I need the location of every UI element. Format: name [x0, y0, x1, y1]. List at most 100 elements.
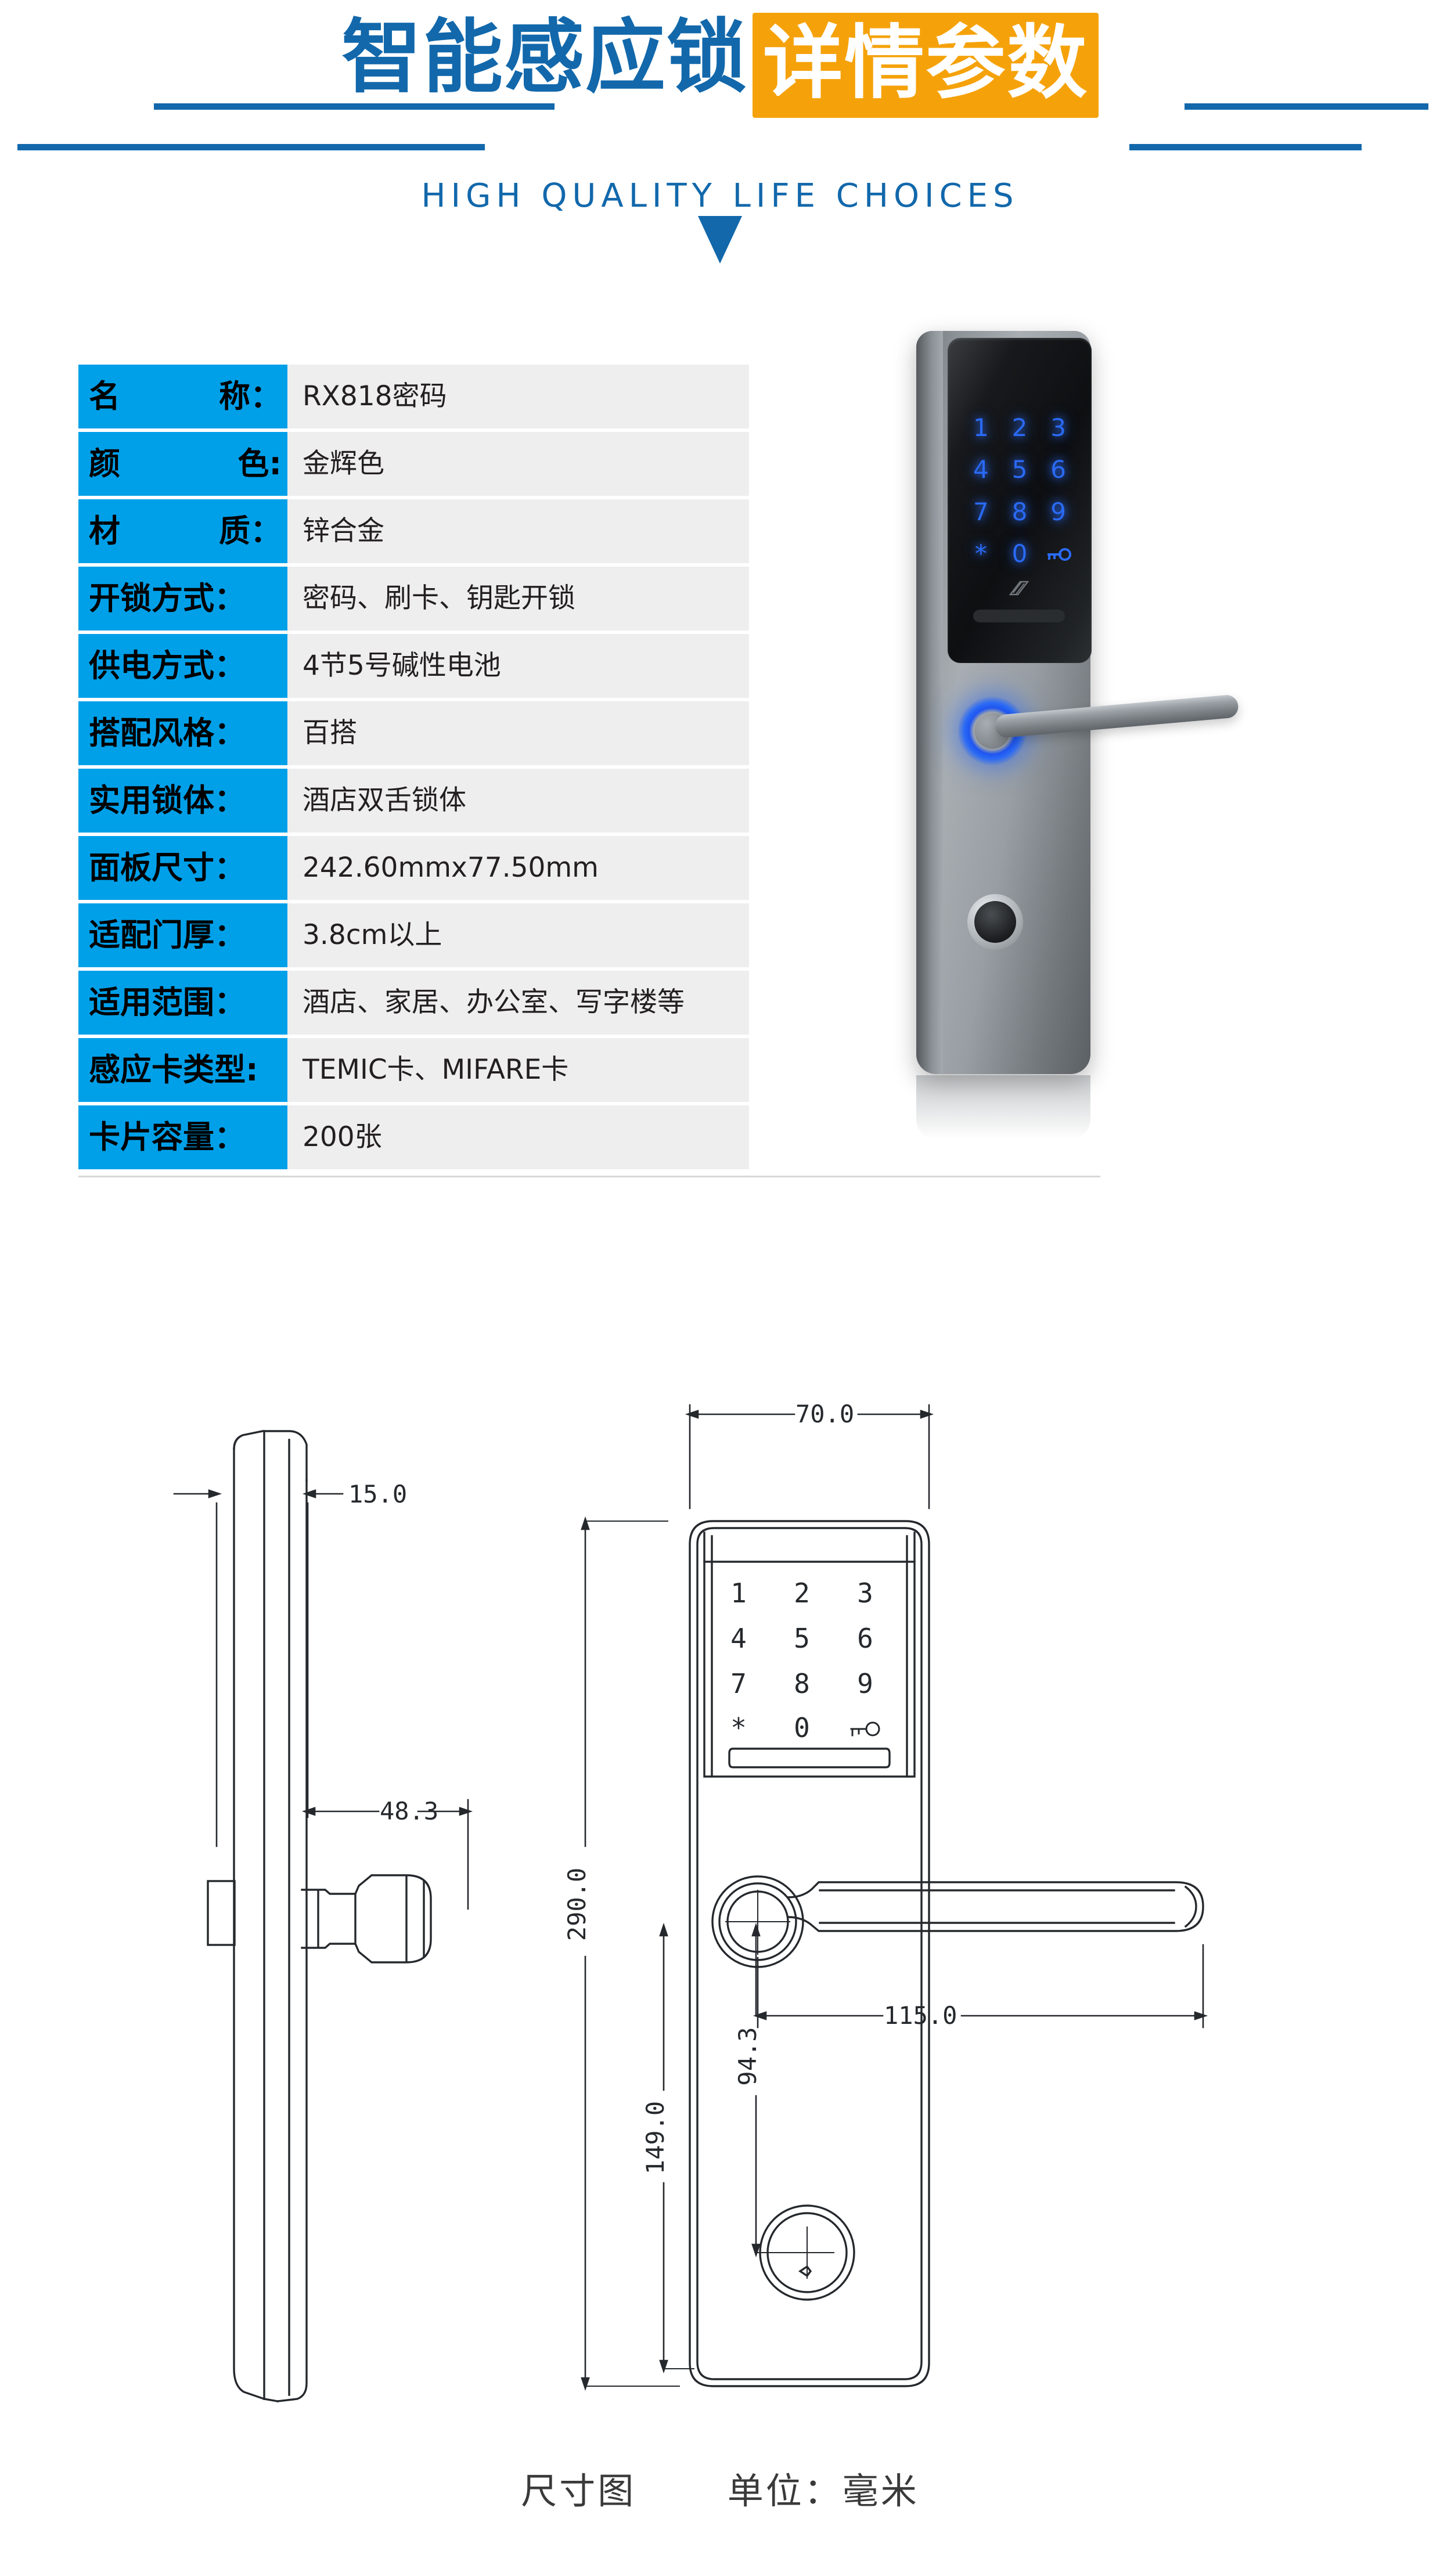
- key-5[interactable]: 5: [1011, 455, 1028, 484]
- dimension-drawing: 15.0 48.3 1 2 3 4: [0, 1208, 1440, 2427]
- dim-115: [753, 1944, 1208, 2029]
- dwg-key-8: 8: [794, 1668, 810, 1699]
- key-3[interactable]: 3: [1050, 413, 1067, 442]
- key-asterisk[interactable]: *: [974, 539, 987, 568]
- key-0[interactable]: 0: [1011, 539, 1028, 568]
- dim-label-70: 70.0: [795, 1400, 854, 1428]
- dim-94: [751, 1922, 808, 2258]
- dim-label-115: 115.0: [884, 2001, 957, 2030]
- header-rule-left-top: [154, 103, 555, 110]
- table-row: 适用范围： 酒店、家居、办公室、写字楼等: [78, 971, 749, 1035]
- spec-label-main: 开锁方式：: [89, 580, 246, 617]
- caption-unit: 单位：毫米: [727, 2470, 919, 2512]
- dim-70: [685, 1404, 934, 1509]
- table-row: 材 质： 锌合金: [78, 499, 749, 563]
- dim-48: [301, 1799, 473, 1910]
- key-8[interactable]: 8: [1011, 497, 1028, 526]
- key-2[interactable]: 2: [1011, 413, 1028, 442]
- dim-label-94: 94.3: [733, 2027, 762, 2085]
- spec-label: 颜 色:: [78, 432, 287, 496]
- spec-label-main: 搭配风格：: [89, 715, 246, 751]
- card-reader-icon: [1005, 579, 1032, 601]
- spec-label-tail: 质：: [219, 513, 282, 549]
- dim-290: [581, 1516, 680, 2391]
- spec-value: 百搭: [287, 701, 749, 765]
- front-view-outline: [689, 1520, 930, 2387]
- spec-label-main: 适配门厚：: [89, 917, 246, 953]
- page-title: 智能感应锁 详情参数: [0, 10, 1440, 118]
- dwg-key-asterisk: *: [730, 1712, 747, 1743]
- dim-15: [173, 1489, 344, 1847]
- spec-label-main: 供电方式：: [89, 647, 246, 684]
- spec-value: 酒店双舌锁体: [287, 769, 749, 833]
- spec-value: 4节5号碱性电池: [287, 634, 749, 698]
- spec-label-main: 颜: [89, 445, 160, 482]
- spec-label-tail: 色:: [237, 445, 282, 482]
- spec-label-main: 名: [89, 378, 160, 415]
- dwg-key-6: 6: [857, 1623, 873, 1654]
- spec-value: 3.8cm以上: [287, 903, 749, 967]
- dwg-key-4: 4: [730, 1623, 747, 1654]
- spec-label: 名 称：: [78, 365, 287, 428]
- touch-keypad-panel: 1 2 3 4 5 6 7 8 9 * 0: [948, 338, 1092, 663]
- page-header: 智能感应锁 详情参数 HIGH QUALITY LIFE CHOICES: [0, 0, 1440, 279]
- spec-label-main: 材: [89, 513, 160, 549]
- key-1[interactable]: 1: [973, 413, 989, 442]
- caption-title: 尺寸图: [521, 2470, 636, 2512]
- table-row: 颜 色: 金辉色: [78, 432, 749, 496]
- dwg-key-0: 0: [794, 1712, 810, 1743]
- spec-label: 搭配风格：: [78, 701, 287, 765]
- keypad-grid: 1 2 3 4 5 6 7 8 9 * 0: [962, 406, 1078, 575]
- key-6[interactable]: 6: [1050, 455, 1067, 484]
- section-divider: [78, 1176, 1100, 1177]
- spec-value: 242.60mmx77.50mm: [287, 836, 749, 900]
- header-rule-right-top: [1185, 103, 1428, 110]
- dim-label-290: 290.0: [563, 1868, 591, 1941]
- side-view-outline: [207, 1429, 432, 2402]
- spec-label: 面板尺寸：: [78, 836, 287, 900]
- front-view-keypad: 1 2 3 4 5 6 7 8 9 * 0: [730, 1577, 873, 1743]
- header-rule-right-bottom: [1129, 144, 1362, 150]
- spec-value: 金辉色: [287, 432, 749, 496]
- spec-label-main: 实用锁体：: [89, 782, 246, 819]
- page-title-main: 智能感应锁: [341, 10, 748, 104]
- dwg-key-1: 1: [730, 1577, 747, 1609]
- spec-label-tail: 称：: [219, 378, 282, 415]
- dwg-key-3: 3: [857, 1577, 873, 1609]
- key-7[interactable]: 7: [973, 497, 989, 526]
- spec-label-main: 卡片容量：: [89, 1119, 246, 1155]
- table-row: 卡片容量： 200张: [78, 1105, 749, 1169]
- dim-label-48: 48.3: [380, 1797, 438, 1825]
- spec-value: RX818密码: [287, 365, 749, 428]
- spec-value: 密码、刷卡、钥匙开锁: [287, 567, 749, 631]
- spec-label: 供电方式：: [78, 634, 287, 698]
- table-row: 搭配风格： 百搭: [78, 701, 749, 765]
- header-rule-left-bottom: [17, 144, 485, 150]
- specification-table: 名 称： RX818密码 颜 色: 金辉色 材 质： 锌合金 开锁方式： 密码、…: [78, 365, 749, 1173]
- spec-label-main: 面板尺寸：: [89, 849, 246, 886]
- table-row: 面板尺寸： 242.60mmx77.50mm: [78, 836, 749, 900]
- key-9[interactable]: 9: [1050, 497, 1067, 526]
- spec-value: 200张: [287, 1105, 749, 1169]
- spec-label: 开锁方式：: [78, 567, 287, 631]
- spec-label: 适用范围：: [78, 971, 287, 1035]
- spec-label-main: 适用范围：: [89, 984, 246, 1021]
- table-row: 感应卡类型: TEMIC卡、MIFARE卡: [78, 1038, 749, 1102]
- table-row: 名 称： RX818密码: [78, 365, 749, 428]
- dwg-key-2: 2: [794, 1577, 810, 1609]
- page-title-badge: 详情参数: [753, 13, 1099, 118]
- key-4[interactable]: 4: [973, 455, 989, 484]
- spec-value: 酒店、家居、办公室、写字楼等: [287, 971, 749, 1035]
- dim-149: [659, 1922, 694, 2374]
- photo-reflection: [916, 1075, 1090, 1139]
- key-cylinder: [974, 901, 1016, 943]
- spec-label-main: 感应卡类型:: [89, 1051, 258, 1088]
- product-photo: 1 2 3 4 5 6 7 8 9 * 0: [871, 325, 1347, 1139]
- dim-label-149: 149.0: [641, 2101, 669, 2174]
- spec-value: TEMIC卡、MIFARE卡: [287, 1038, 749, 1102]
- dwg-key-7: 7: [730, 1668, 747, 1699]
- chevron-down-icon: [698, 216, 742, 264]
- spec-label: 卡片容量：: [78, 1105, 287, 1169]
- spec-label: 适配门厚：: [78, 903, 287, 967]
- key-unlock-icon[interactable]: [1045, 539, 1072, 568]
